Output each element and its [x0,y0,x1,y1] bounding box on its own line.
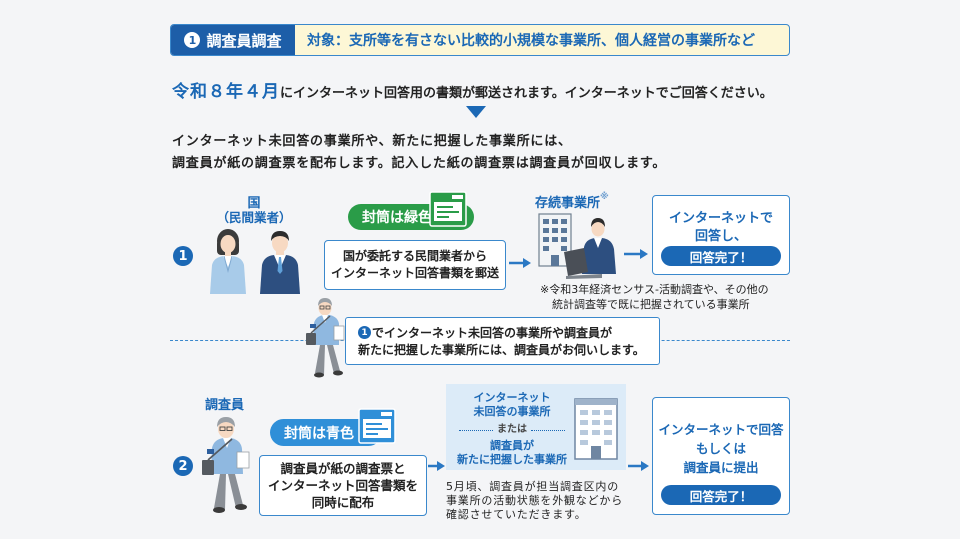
step-2-result-line-3: 調査員に提出 [683,460,759,475]
step-1-note-line-2: 統計調査等で既に把握されている事業所 [552,298,750,311]
investigator-label: 調査員 [205,398,245,413]
callout-ref-number: 1 [358,326,371,339]
step-1-result-line-2: 回答し、 [694,229,747,244]
arrow-right-icon [624,249,648,259]
arrow-right-icon [628,461,649,471]
step-2-action-box: 調査員が紙の調査票と インターネット回答書類を 同時に配布 [259,455,427,516]
header-badge-label: 調査員調査 [206,31,282,50]
step-1-note-line-1: ※令和3年経済センサス‐活動調査や、その他の [540,283,769,296]
target-group-1-line-1: インターネット [473,391,551,404]
office-worker-laptop-icon [538,213,616,279]
arrow-right-icon [428,461,445,471]
arrow-right-icon [509,258,531,268]
investigator-icon [202,417,250,513]
step-2-action-line-1: 調査員が紙の調査票と [280,461,406,476]
down-arrow-icon [466,106,486,118]
laptop-icon [564,248,602,279]
recipient-label: 存続事業所※ [535,192,609,211]
walking-investigator-icon [306,298,345,378]
target-group-2-line-1: 調査員が [490,439,534,452]
visit-callout-line-2: 新たに把握した事業所には、調査員がお伺いします。 [358,341,659,358]
header-badge: 1 調査員調査 [171,25,295,55]
notice-date: 令和８年４月 [172,82,280,102]
step-2-result-line-1: インターネットで回答 [658,422,784,437]
step-1-complete-badge: 回答完了！ [661,246,781,266]
step-2-number: 2 [173,456,193,476]
description-line-2: 調査員が紙の調査票を配布します。記入した紙の調査票は調査員が回収します。 [172,156,667,171]
check-note-line-3: 確認させていただきます。 [446,508,587,521]
separator-dots-right [531,429,565,431]
recipient-label-text: 存続事業所 [535,196,601,211]
step-2-action-line-2: インターネット回答書類を [267,478,418,493]
step-1-action-box: 国が委託する民間業者から インターネット回答書類を郵送 [324,240,506,290]
target-group-1-line-2: 未回答の事業所 [473,405,551,418]
check-note-line-2: 事業所の活動状態を外観などから [446,494,623,507]
notice-text: にインターネット回答用の書類が郵送されます。インターネットでご回答ください。 [280,86,773,101]
survey-header: 1 調査員調査 対象：支所等を有さない比較的小規模な事業所、個人経営の事業所など [170,24,790,56]
worker-figure [582,218,616,274]
sender-sublabel: （民間業者） [216,210,292,225]
recipient-note-mark: ※ [600,192,609,202]
sender-label: 国 [247,196,261,211]
step-2-result-line-2: もしくは [695,441,746,456]
green-envelope-icon [429,191,467,227]
target-separator-text: または [497,424,527,435]
step-2-result-box: インターネットで回答 もしくは 調査員に提出 回答完了！ [652,397,790,515]
man-figure [260,231,300,294]
target-separator: または [450,423,574,437]
step-2-complete-badge: 回答完了！ [661,485,781,505]
woman-figure [210,229,246,294]
visit-callout: 1 でインターネット未回答の事業所や調査員が 新たに把握した事業所には、調査員が… [345,317,660,365]
target-group-2-line-2: 新たに把握した事業所 [457,453,567,466]
mail-notice: 令和８年４月 にインターネット回答用の書類が郵送されます。インターネットでご回答… [172,77,773,102]
building-icon [574,398,618,460]
separator-dots-left [459,429,493,431]
step-1-action-line-2: インターネット回答書類を郵送 [330,266,499,280]
visit-callout-text-2: 新たに把握した事業所には、調査員がお伺いします。 [358,343,645,357]
header-target-text: 対象：支所等を有さない比較的小規模な事業所、個人経営の事業所など [307,33,755,49]
header-number-circle: 1 [184,32,201,48]
check-note-line-1: 5月頃、調査員が担当調査区内の [446,480,619,493]
step-1-action-line-1: 国が委託する民間業者から [342,249,487,263]
step-1-result-box: インターネットで 回答し、 回答完了！ [652,195,790,275]
visit-callout-text-1: でインターネット未回答の事業所や調査員が [372,326,613,340]
target-establishments-box: インターネット 未回答の事業所 または 調査員が 新たに把握した事業所 [446,384,626,470]
step-2-action-line-3: 同時に配布 [311,495,375,510]
blue-envelope-icon [358,408,396,444]
business-people-icon [210,229,300,294]
description-line-1: インターネット未回答の事業所や、新たに把握した事業所には、 [172,134,572,149]
step-1-number: 1 [173,246,193,266]
step-1-result-line-1: インターネットで [668,211,773,226]
visit-callout-line-1: 1 でインターネット未回答の事業所や調査員が [358,324,659,341]
